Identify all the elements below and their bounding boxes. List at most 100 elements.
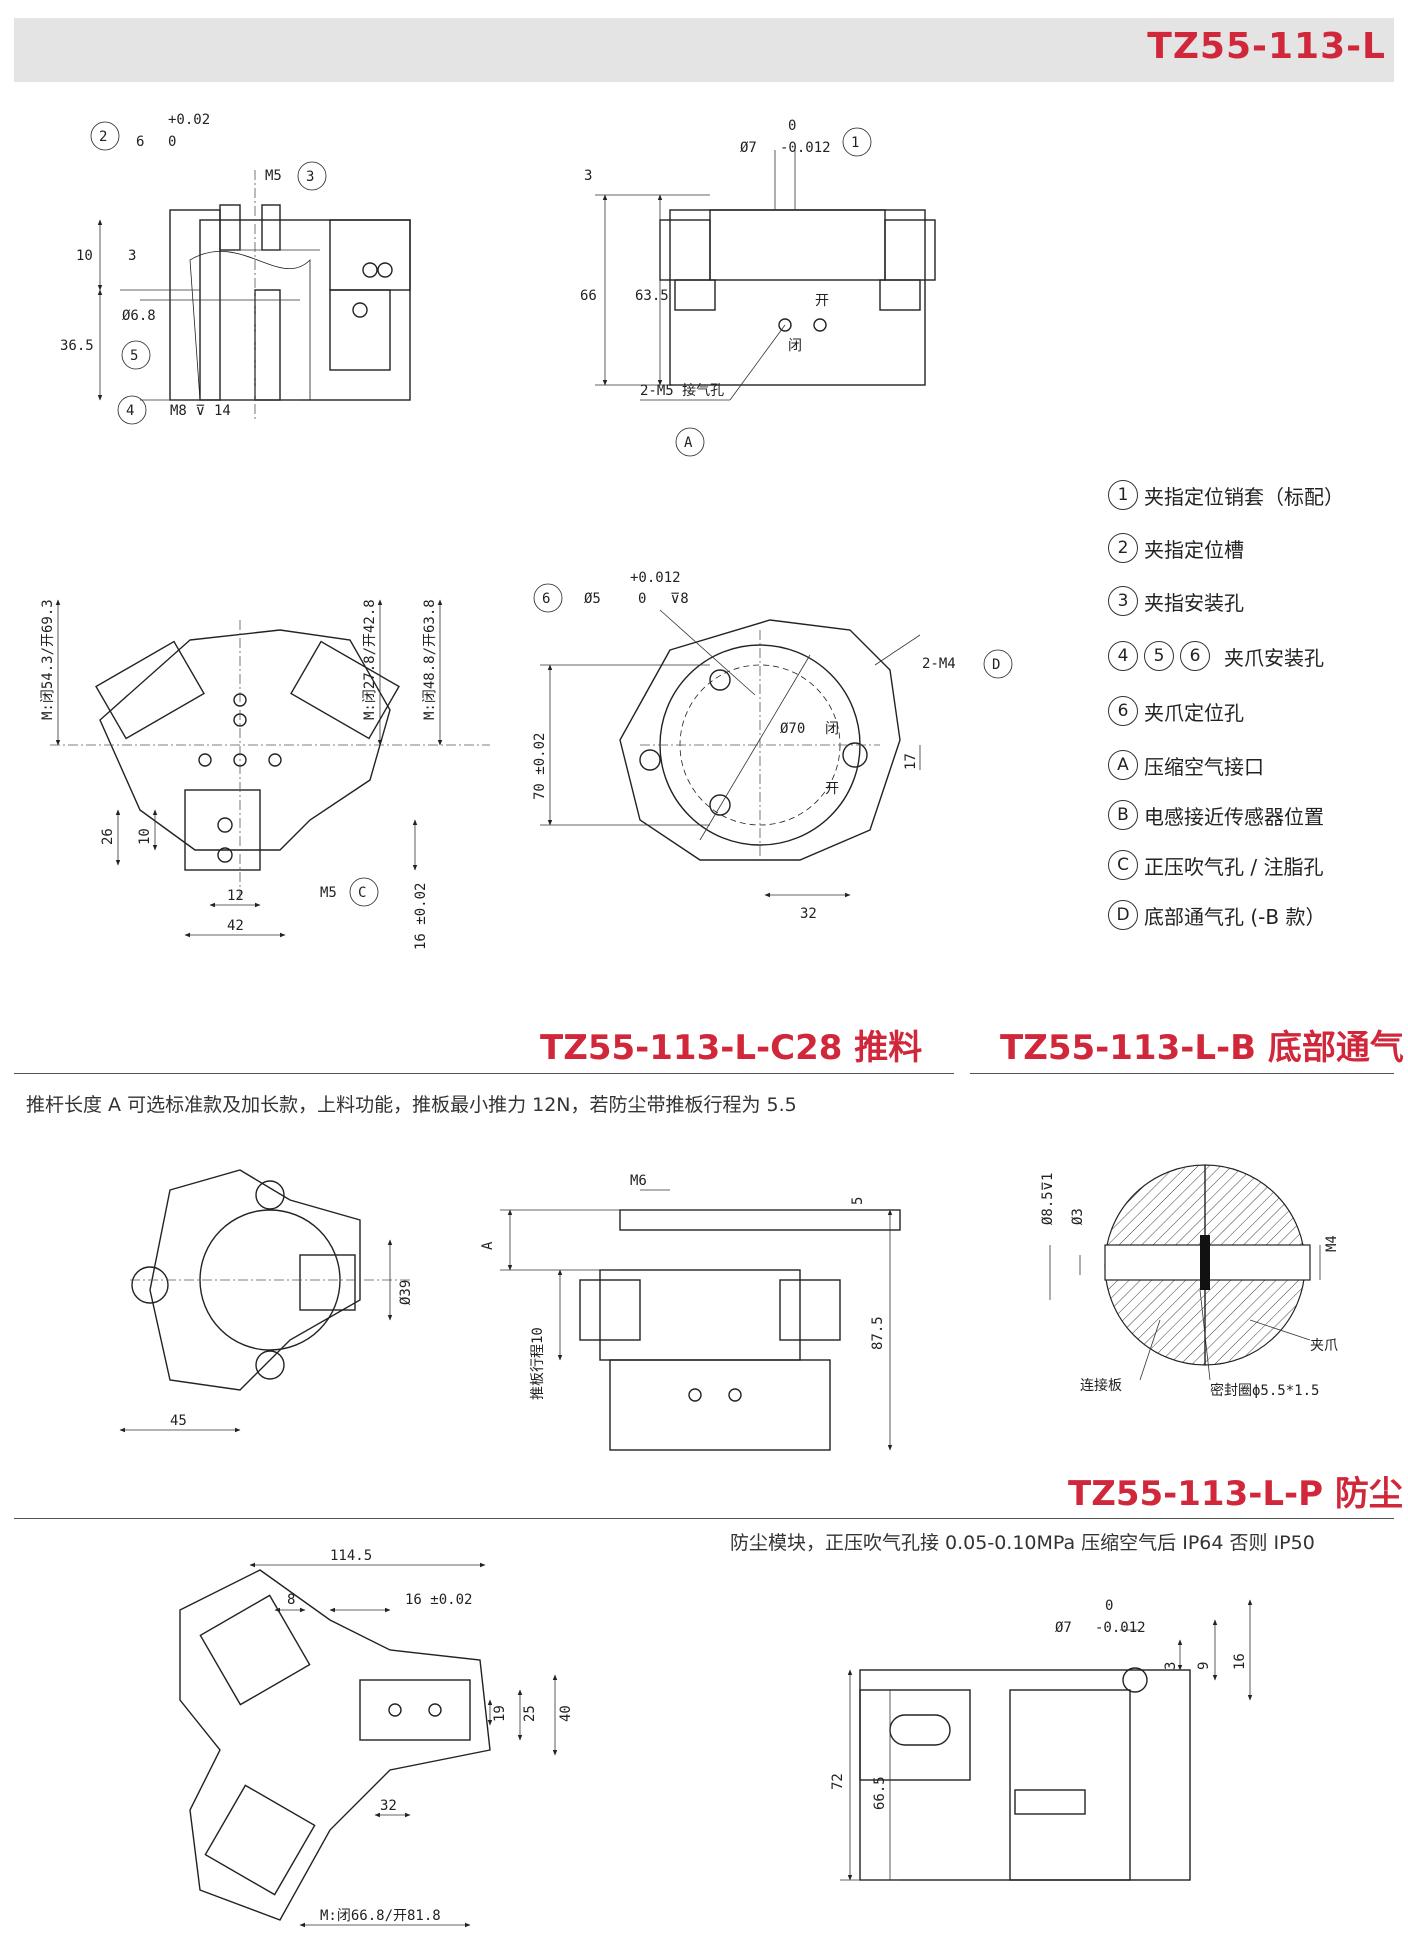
top-plate bbox=[709, 209, 886, 281]
dim-text: 12 bbox=[227, 888, 244, 904]
dim-text: 16 ±0.02 bbox=[405, 1592, 472, 1608]
dim-text: 66 bbox=[580, 288, 597, 304]
screw bbox=[219, 204, 241, 251]
dim-text: 32 bbox=[380, 1798, 397, 1814]
side-block bbox=[579, 1279, 641, 1341]
side-block bbox=[329, 289, 391, 371]
dim-text: 72 bbox=[830, 1773, 846, 1790]
dim-text: M4 bbox=[1324, 1235, 1340, 1252]
callout-circle bbox=[297, 161, 327, 191]
dim-text: Ø8.5⊽1 bbox=[1040, 1173, 1056, 1225]
side-block bbox=[674, 279, 716, 311]
drawing-bottom-view-4: 6 Ø5 +0.012 0 ⊽8 2-M4 D Ø70 闭 开 70 ±0.02… bbox=[532, 570, 1013, 922]
port-slot bbox=[889, 1714, 951, 1746]
dim-text: Ø5 bbox=[584, 591, 601, 607]
callout-circle bbox=[349, 877, 379, 907]
hole bbox=[198, 753, 212, 767]
dim-text: 开 bbox=[825, 781, 839, 797]
body-outline bbox=[99, 629, 391, 851]
hole bbox=[131, 1266, 169, 1304]
side-block bbox=[884, 219, 936, 281]
dim-text: 0 bbox=[638, 591, 646, 607]
hole bbox=[217, 847, 233, 863]
dim-text: 9 bbox=[1196, 1662, 1212, 1670]
dim-text: 5 bbox=[850, 1197, 866, 1205]
dim-text: 40 bbox=[558, 1705, 574, 1722]
body-ring bbox=[199, 1209, 341, 1351]
callout-label: D bbox=[992, 657, 1000, 673]
callout-circle bbox=[121, 340, 151, 370]
dim-text: 2-M4 bbox=[922, 656, 956, 672]
dim-text: 闭 bbox=[788, 338, 802, 354]
dim-text: 8 bbox=[287, 1592, 295, 1608]
dim-line bbox=[699, 654, 811, 841]
section-rule bbox=[14, 1518, 1394, 1519]
dim-text: Ø7 bbox=[740, 140, 757, 156]
callout-mark: D bbox=[1108, 900, 1138, 930]
dim-text: 10 bbox=[137, 828, 153, 845]
side-block bbox=[859, 1689, 971, 1781]
dim-text: M8 ⊽ 14 bbox=[170, 403, 231, 419]
dim-text: 10 bbox=[76, 248, 93, 264]
dim-text: A bbox=[480, 1241, 496, 1250]
push-plate bbox=[619, 1209, 901, 1231]
callout-circle bbox=[983, 649, 1013, 679]
callout-circle bbox=[675, 427, 705, 457]
section-note-p: 防尘模块，正压吹气孔接 0.05-0.10MPa 压缩空气后 IP64 否则 I… bbox=[730, 1532, 1315, 1554]
body-outline bbox=[669, 209, 926, 386]
section-note-c28: 推杆长度 A 可选标准款及加长款，上料功能，推板最小推力 12N，若防尘带推板行… bbox=[26, 1094, 797, 1116]
dim-text: 0 bbox=[168, 134, 176, 150]
pin bbox=[1122, 1667, 1148, 1693]
dim-text: Ø70 bbox=[780, 721, 805, 737]
dim-text: 42 bbox=[227, 918, 244, 934]
body-outline bbox=[619, 619, 901, 861]
jaw bbox=[290, 640, 400, 740]
drawing-p-top-view: 114.5 8 16 ±0.02 19 25 40 32 M:闭66.8/开81… bbox=[179, 1548, 574, 1928]
dim-text: -0.012 bbox=[1095, 1620, 1146, 1636]
dim-text: 6 bbox=[136, 134, 144, 150]
callout-label: 2 bbox=[99, 129, 107, 145]
drawing-top-view-3: M:闭54.3/开69.3 M:闭27.8/开42.8 M:闭48.8/开63.… bbox=[40, 599, 490, 950]
side-block bbox=[329, 219, 411, 291]
body-outline bbox=[199, 219, 411, 401]
center-block bbox=[1009, 1689, 1131, 1881]
hole bbox=[709, 669, 731, 691]
drawing-front-view-2: Ø7 0 -0.012 1 3 66 63.5 开 闭 2-M5 接气孔 A bbox=[580, 118, 936, 457]
dim-text: 密封圈ϕ5.5*1.5 bbox=[1210, 1382, 1319, 1399]
side-block bbox=[879, 279, 921, 311]
dim-text: 夹爪 bbox=[1310, 1338, 1338, 1354]
side-block bbox=[779, 1279, 841, 1341]
dim-text: 17 bbox=[903, 753, 919, 770]
dim-text: 连接板 bbox=[1080, 1377, 1122, 1394]
drawing-c28-top-view: Ø39 45 bbox=[119, 1169, 414, 1433]
drawing-side-view-1: 2 +0.02 0 6 M5 3 10 3 Ø6.8 5 36.5 4 M8 ⊽… bbox=[60, 112, 411, 425]
port-circle bbox=[778, 318, 792, 332]
dim-text: 推板行程10 bbox=[530, 1327, 546, 1400]
jaw bbox=[95, 640, 205, 740]
hole bbox=[709, 794, 731, 816]
body-outline bbox=[859, 1669, 1191, 1881]
callout-mark: 3 bbox=[1108, 586, 1138, 616]
callout-mark: 6 bbox=[1108, 696, 1138, 726]
port-circle bbox=[362, 262, 378, 278]
section-title-p: TZ55-113-L-P 防尘 bbox=[1068, 1474, 1403, 1514]
section-rule bbox=[970, 1073, 1394, 1074]
hole bbox=[639, 749, 661, 771]
dim-text: 36.5 bbox=[60, 338, 94, 354]
header-bar bbox=[14, 18, 1394, 82]
callout-label: C bbox=[358, 885, 366, 901]
port-circle bbox=[377, 262, 393, 278]
port-circle bbox=[352, 302, 368, 318]
dim-text: 3 bbox=[128, 248, 136, 264]
dim-text: Ø3 bbox=[1070, 1208, 1086, 1225]
jaw bbox=[299, 1254, 356, 1311]
bore bbox=[254, 289, 281, 401]
hole bbox=[255, 1350, 285, 1380]
jaw bbox=[199, 1594, 311, 1706]
lower-body bbox=[609, 1359, 831, 1451]
callout-mark: A bbox=[1108, 750, 1138, 780]
body-outline bbox=[599, 1269, 801, 1361]
dim-text: 2-M5 接气孔 bbox=[640, 382, 724, 399]
